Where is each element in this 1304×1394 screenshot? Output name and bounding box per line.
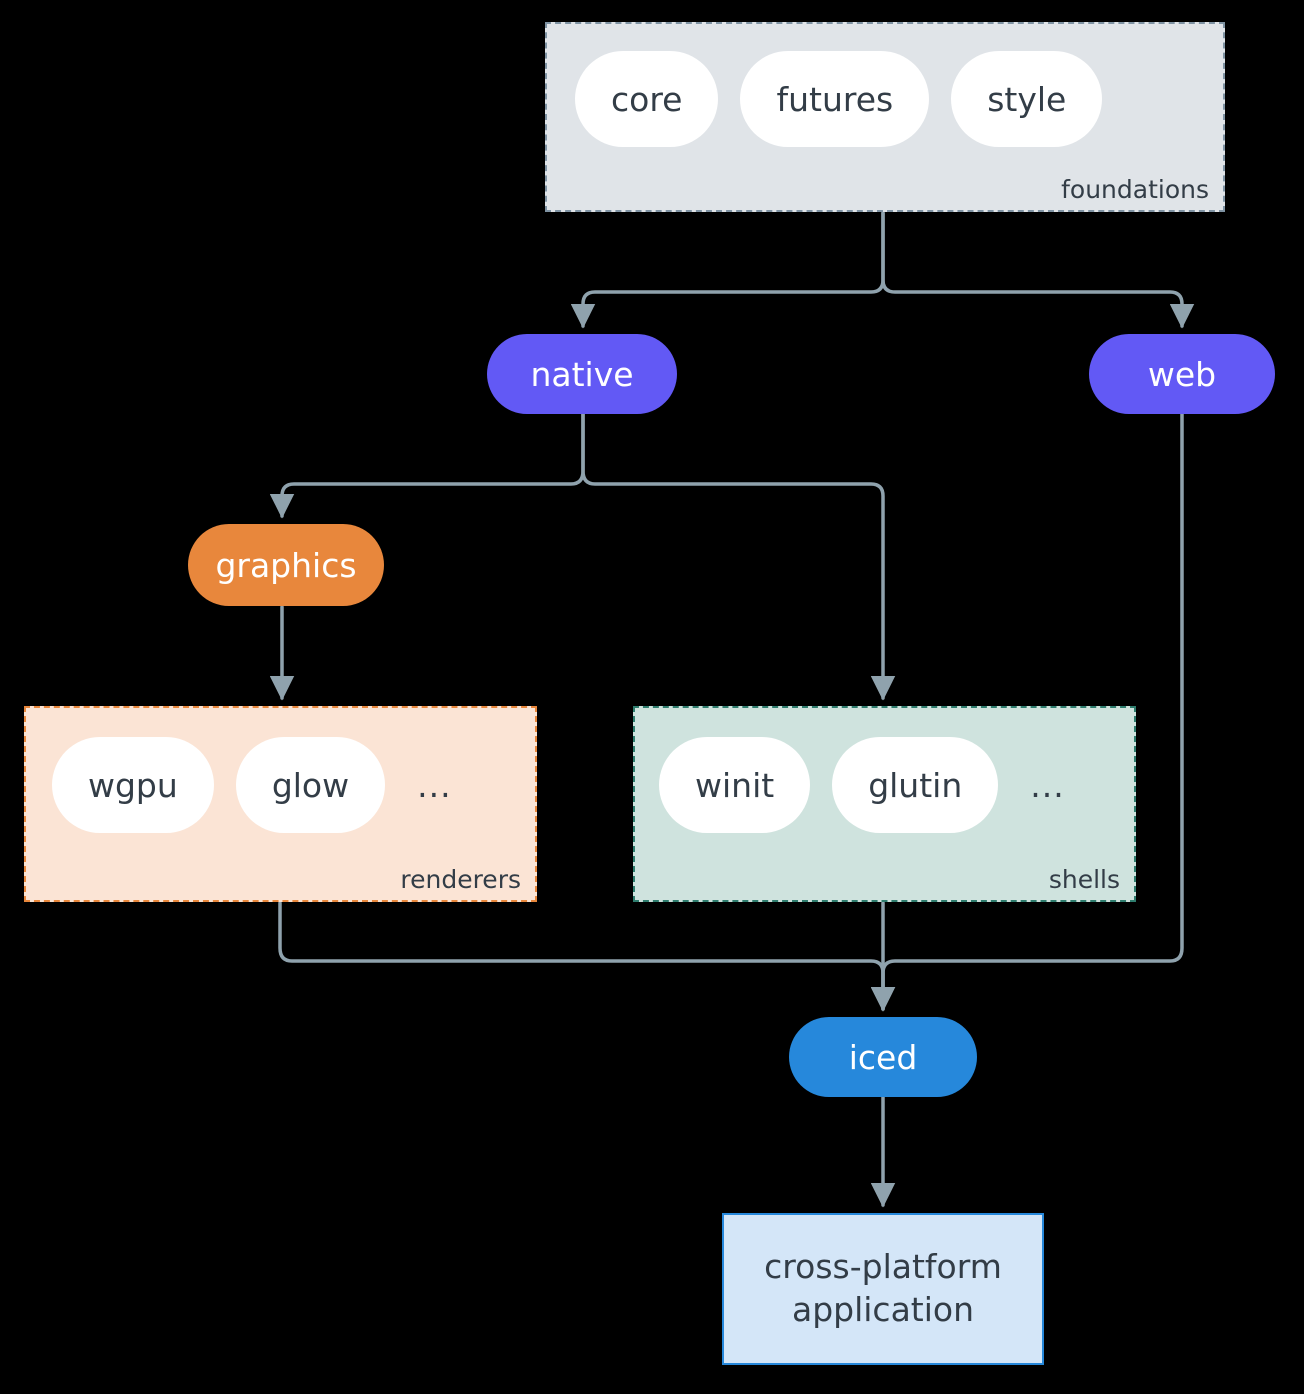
group-label-renderers: renderers: [400, 865, 521, 894]
node-web[interactable]: web: [1089, 334, 1275, 414]
renderers-ellipsis: ...: [417, 765, 452, 805]
chip-style[interactable]: style: [951, 51, 1103, 147]
chip-wgpu[interactable]: wgpu: [52, 737, 214, 833]
edge-renderers-iced: [278, 901, 896, 1012]
group-label-foundations: foundations: [1061, 175, 1209, 204]
chip-glutin[interactable]: glutin: [832, 737, 999, 833]
edge-native-graphics: [269, 412, 585, 519]
group-renderers: wgpu glow ... renderers: [24, 706, 537, 902]
application-line-2: application: [791, 1290, 975, 1329]
node-graphics[interactable]: graphics: [188, 524, 384, 606]
edge-native-shells: [581, 412, 896, 701]
chip-futures[interactable]: futures: [740, 51, 930, 147]
node-cross-platform-application[interactable]: cross-platform application: [722, 1213, 1044, 1365]
edge-foundations-native: [570, 211, 885, 329]
shells-items: winit glutin ...: [659, 737, 1065, 833]
chip-core[interactable]: core: [575, 51, 719, 147]
chip-winit[interactable]: winit: [659, 737, 811, 833]
renderers-items: wgpu glow ...: [52, 737, 452, 833]
foundations-items: core futures style: [575, 51, 1103, 147]
node-iced[interactable]: iced: [789, 1017, 977, 1097]
node-native[interactable]: native: [487, 334, 677, 414]
edge-foundations-web: [881, 211, 1195, 329]
group-foundations: core futures style foundations: [545, 22, 1225, 212]
group-shells: winit glutin ... shells: [633, 706, 1136, 902]
shells-ellipsis: ...: [1030, 765, 1065, 805]
group-label-shells: shells: [1048, 865, 1120, 894]
chip-glow[interactable]: glow: [235, 737, 386, 833]
application-line-1: cross-platform: [764, 1247, 1002, 1287]
